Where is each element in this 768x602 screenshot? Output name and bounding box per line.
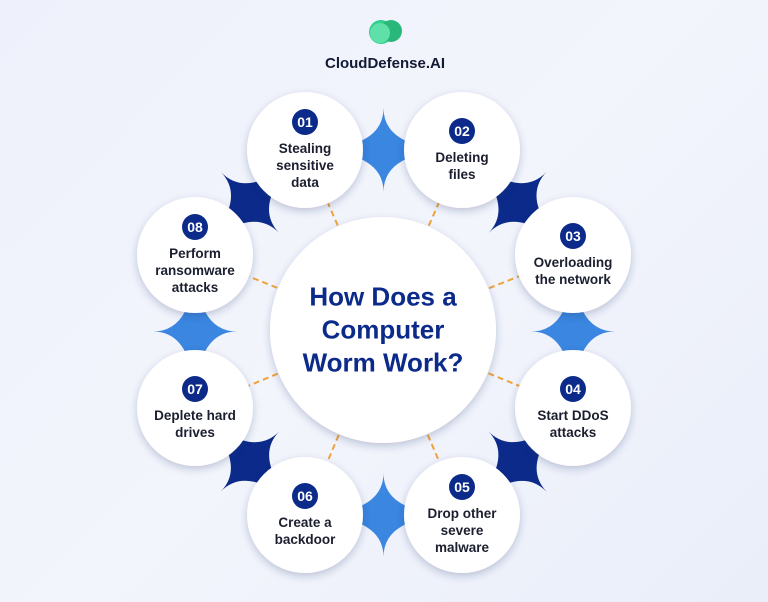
step-label: Overloading the network — [533, 254, 613, 287]
step-node: 08 Perform ransomware attacks — [137, 197, 253, 313]
logo: CloudDefense.AI — [300, 18, 470, 72]
step-label: Perform ransomware attacks — [155, 246, 235, 295]
step-circle — [515, 197, 631, 313]
step-label: Deplete hard drives — [154, 407, 236, 440]
dashed-link — [248, 275, 278, 289]
connector — [153, 255, 237, 408]
dashed-link — [426, 434, 441, 463]
connector — [305, 108, 462, 192]
step-number-badge: 08 — [182, 214, 208, 240]
dashed-link — [327, 202, 339, 226]
step-circle — [515, 350, 631, 466]
step-number-badge: 05 — [449, 474, 475, 500]
step-node: 01 Stealing sensitive data — [247, 92, 363, 208]
step-number-badge: 03 — [560, 222, 586, 249]
step-label: Drop other severe malware — [427, 506, 497, 555]
dashed-link — [326, 434, 340, 462]
step-node: 02 Deleting files — [404, 92, 520, 208]
step-label: Create a backdoor — [274, 514, 336, 547]
cloud-icon — [369, 20, 402, 44]
step-label: Deleting files — [435, 149, 489, 182]
step-number-badge: 01 — [292, 109, 318, 135]
step-circle — [137, 197, 253, 313]
diagram-title: How Does a Computer Worm Work? — [302, 281, 464, 378]
step-circle — [404, 457, 520, 573]
step-number-badge: 02 — [449, 117, 475, 144]
step-number-badge: 06 — [292, 482, 318, 509]
step-circle — [247, 457, 363, 573]
step-circle — [247, 92, 363, 208]
step-node: 07 Deplete hard drives — [137, 350, 253, 466]
step-label: Stealing sensitive data — [276, 141, 334, 190]
step-circle — [137, 350, 253, 466]
step-circle — [404, 92, 520, 208]
step-number-badge: 07 — [182, 375, 208, 402]
dashed-link — [248, 372, 279, 387]
step-node: 06 Create a backdoor — [247, 457, 363, 573]
step-node: 03 Overloading the network — [515, 197, 631, 313]
center-circle — [270, 217, 496, 443]
step-number-badge: 04 — [560, 375, 586, 402]
step-label: Start DDoS attacks — [537, 407, 609, 440]
connector — [305, 473, 462, 557]
step-node: 04 Start DDoS attacks — [515, 350, 631, 466]
dashed-link — [488, 372, 520, 387]
connector — [531, 255, 615, 408]
logo-text: CloudDefense.AI — [324, 55, 445, 72]
step-node: 05 Drop other severe malware — [404, 457, 520, 573]
dashed-link — [488, 275, 520, 290]
dashed-link — [427, 202, 440, 227]
